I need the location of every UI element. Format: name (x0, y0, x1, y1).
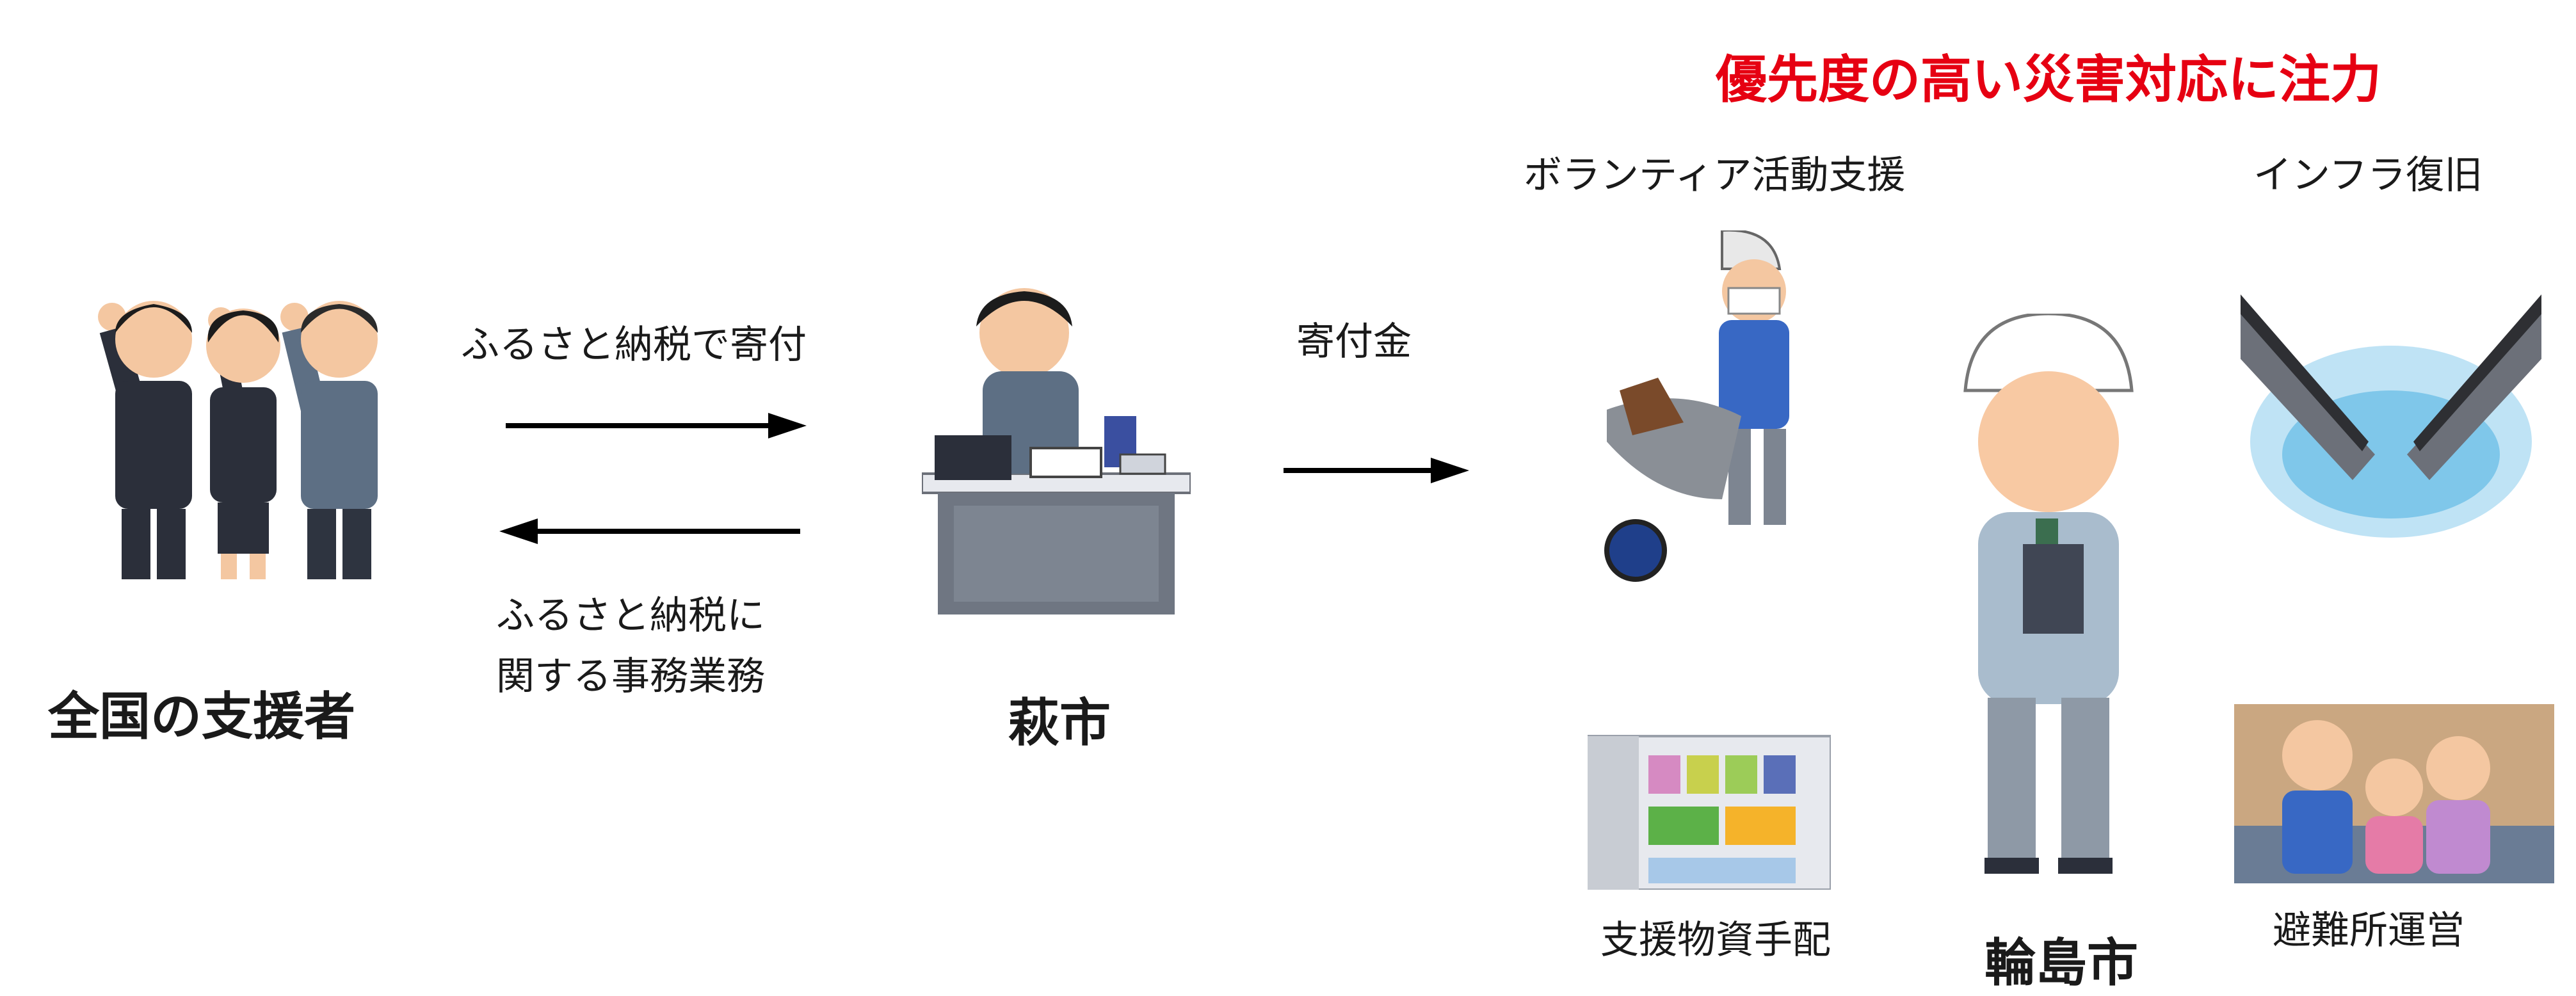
label-supplies: 支援物資手配 (1600, 918, 1831, 963)
flow-funds-label: 寄付金 (1296, 319, 1412, 364)
infra-illustration (2241, 294, 2541, 538)
arrow-left-admin (499, 512, 800, 550)
supporters-label: 全国の支援者 (48, 687, 355, 746)
flow-admin-line2: 関する事務業務 (496, 654, 765, 699)
wajima-label: 輪島市 (1984, 933, 2138, 993)
flow-admin-line1: ふるさと納税に (496, 593, 765, 638)
supporters-illustration (38, 256, 423, 602)
label-infra-recovery: インフラ復旧 (2253, 153, 2483, 198)
supplies-illustration (1588, 730, 1831, 890)
arrow-right-donation (506, 406, 807, 445)
flow-donation-label: ふるさと納税で寄付 (461, 323, 807, 367)
hagi-illustration (922, 282, 1191, 627)
volunteer-illustration (1581, 230, 1850, 589)
shelter-illustration (2234, 704, 2554, 883)
wajima-illustration (1940, 314, 2157, 877)
arrow-right-funds (1284, 451, 1469, 490)
label-volunteer-support: ボランティア活動支援 (1524, 153, 1906, 198)
hagi-label: 萩市 (1008, 693, 1111, 753)
headline: 優先度の高い災害対応に注力 (1716, 50, 2381, 109)
flow-admin-label: ふるさと納税に 関する事務業務 (496, 586, 765, 707)
label-shelter: 避難所運営 (2273, 908, 2465, 953)
